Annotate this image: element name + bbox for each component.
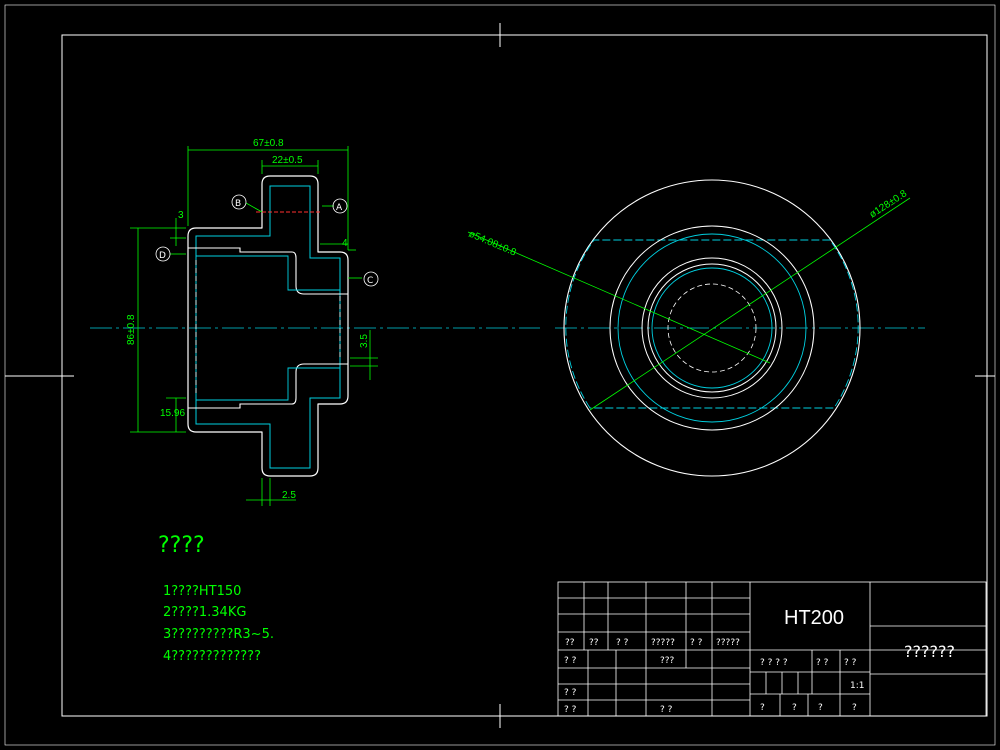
tb-header-1: ?? [589, 638, 599, 648]
datum-a: A [332, 198, 348, 214]
tb-approve-label: ? ? [660, 705, 673, 715]
dim-height: 86±0.8 [126, 314, 137, 345]
section-outline [187, 175, 349, 477]
svg-text:A: A [336, 203, 343, 213]
tb-bottom-0: ? [760, 703, 765, 713]
tb-bottom-3: ? [852, 703, 857, 713]
tb-stage-label: ? ? ? ? [760, 658, 788, 668]
title-part-name: ?????? [904, 642, 955, 661]
tb-bottom-2: ? [818, 703, 823, 713]
bore-profile [188, 247, 348, 295]
svg-text:C: C [367, 276, 373, 286]
dim-overall-width: 67±0.8 [253, 138, 284, 149]
bore-profile-lower [188, 363, 348, 409]
technical-notes: ???? 1????HT150 2????1.34KG 3?????????R3… [158, 533, 274, 664]
dim-inner-dia: ø54.08±0.8 [467, 229, 518, 259]
tb-header-5: ????? [716, 638, 740, 648]
dimension-lines [130, 146, 378, 506]
tb-standardize-label: ??? [660, 656, 675, 666]
section-view: 67±0.8 22±0.5 4 3 86±0.8 3.5 15.96 2.5 B… [126, 138, 379, 506]
outer-dia-leader [589, 197, 911, 411]
tb-header-2: ? ? [616, 638, 629, 648]
note-1: 1????HT150 [163, 584, 241, 599]
dim-top-offset: 3 [178, 210, 184, 221]
bore-inner-cyan [196, 255, 340, 401]
dim-bottom-offset: 15.96 [160, 408, 185, 419]
hub-inner-circle [617, 233, 807, 423]
title-material: HT200 [784, 607, 844, 629]
tb-design-label: ? ? [564, 656, 577, 666]
note-4: 4????????????? [163, 649, 261, 664]
datum-c: C [363, 271, 379, 287]
note-2: 2????1.34KG [163, 605, 246, 620]
hidden-bore-circle [667, 283, 757, 373]
tb-header-4: ? ? [690, 638, 703, 648]
dim-small-step: 3.5 [359, 334, 370, 348]
sheet-border [4, 4, 996, 746]
datum-d: D [155, 246, 171, 262]
title-scale: 1:1 [850, 681, 864, 691]
outer-trim-frame [4, 4, 996, 746]
tb-scale-label: ? ? [844, 658, 857, 668]
bore-circle [641, 257, 783, 399]
outer-circle [563, 179, 861, 477]
tb-header-3: ????? [651, 638, 675, 648]
tb-header-0: ?? [565, 638, 575, 648]
datum-b: B [231, 194, 247, 210]
front-view [467, 179, 911, 477]
bore-cyan-circle [651, 267, 773, 389]
title-block [557, 581, 987, 717]
section-inner-outline [195, 185, 341, 469]
dim-hub-width: 22±0.5 [272, 155, 303, 166]
tb-process-label: ? ? [564, 705, 577, 715]
dim-base-step: 2.5 [282, 490, 296, 501]
tb-review-label: ? ? [564, 688, 577, 698]
hub-circle [609, 225, 815, 431]
dim-outer-dia: ø128±0.8 [868, 188, 910, 220]
inner-dia-leader [467, 231, 771, 364]
tb-bottom-1: ? [792, 703, 797, 713]
tb-weight-label: ? ? [816, 658, 829, 668]
dim-flange-step: 4 [342, 238, 348, 249]
bore-inner-circle [647, 263, 777, 393]
notes-heading: ???? [158, 533, 205, 558]
note-3: 3?????????R3~5. [163, 627, 274, 642]
flange-hidden-outline [565, 239, 859, 409]
svg-text:B: B [235, 199, 241, 209]
svg-text:D: D [159, 251, 166, 261]
hidden-lines [195, 260, 341, 396]
